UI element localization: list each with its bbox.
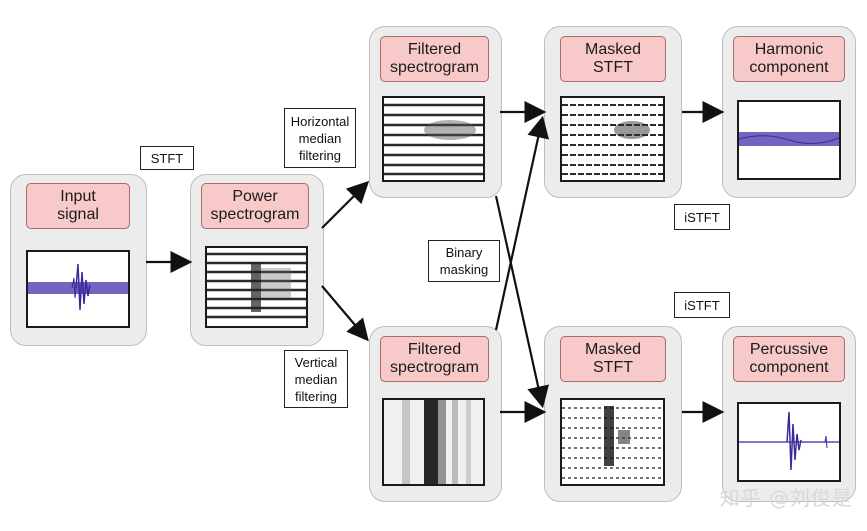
filtered-spectrogram-top-panel — [382, 96, 485, 182]
masked-stft-top-image — [562, 104, 663, 175]
percussive-waveform-panel — [737, 402, 841, 482]
harmonic-waveform-panel — [737, 100, 841, 180]
arrow-power-to-filtered-top — [321, 180, 370, 229]
arrow-power-to-filtered-bottom — [321, 285, 369, 342]
masked-stft-bottom-label: Masked STFT — [560, 336, 666, 382]
istft-top-note: iSTFT — [674, 204, 730, 230]
binary-masking-note: Binary masking — [428, 240, 500, 282]
percussive-waveform — [739, 411, 839, 471]
masked-stft-bottom-image — [562, 406, 663, 479]
masked-stft-top-panel — [560, 96, 665, 182]
filtered-spectrogram-top-label: Filtered spectrogram — [380, 36, 489, 82]
harmonic-component-label: Harmonic component — [733, 36, 845, 82]
watermark-text: 知乎 @刘俊是 — [719, 486, 853, 510]
filtered-spectrogram-bottom-panel — [382, 398, 485, 486]
vertical-filtering-note: Vertical median filtering — [284, 350, 348, 408]
input-waveform — [28, 263, 128, 311]
masked-stft-bottom-panel — [560, 398, 665, 486]
input-signal-label: Input signal — [26, 183, 130, 229]
filtered-spectrogram-top-image — [384, 103, 483, 176]
masked-stft-top-label: Masked STFT — [560, 36, 666, 82]
arrow-filtered-top-to-masked-bottom — [494, 195, 549, 409]
power-spectrogram-label: Power spectrogram — [201, 183, 309, 229]
stft-note: STFT — [140, 146, 194, 170]
input-waveform-panel — [26, 250, 130, 328]
percussive-component-label: Percussive component — [733, 336, 845, 382]
power-spectrogram-image — [207, 252, 306, 319]
arrow-filtered-bottom-to-masked-top — [494, 115, 549, 331]
harmonic-waveform — [739, 132, 839, 146]
power-spectrogram-panel — [205, 246, 308, 328]
filtered-spectrogram-bottom-label: Filtered spectrogram — [380, 336, 489, 382]
istft-bottom-note: iSTFT — [674, 292, 730, 318]
filtered-spectrogram-bottom-image — [384, 400, 483, 484]
horizontal-filtering-note: Horizontal median filtering — [284, 108, 356, 168]
